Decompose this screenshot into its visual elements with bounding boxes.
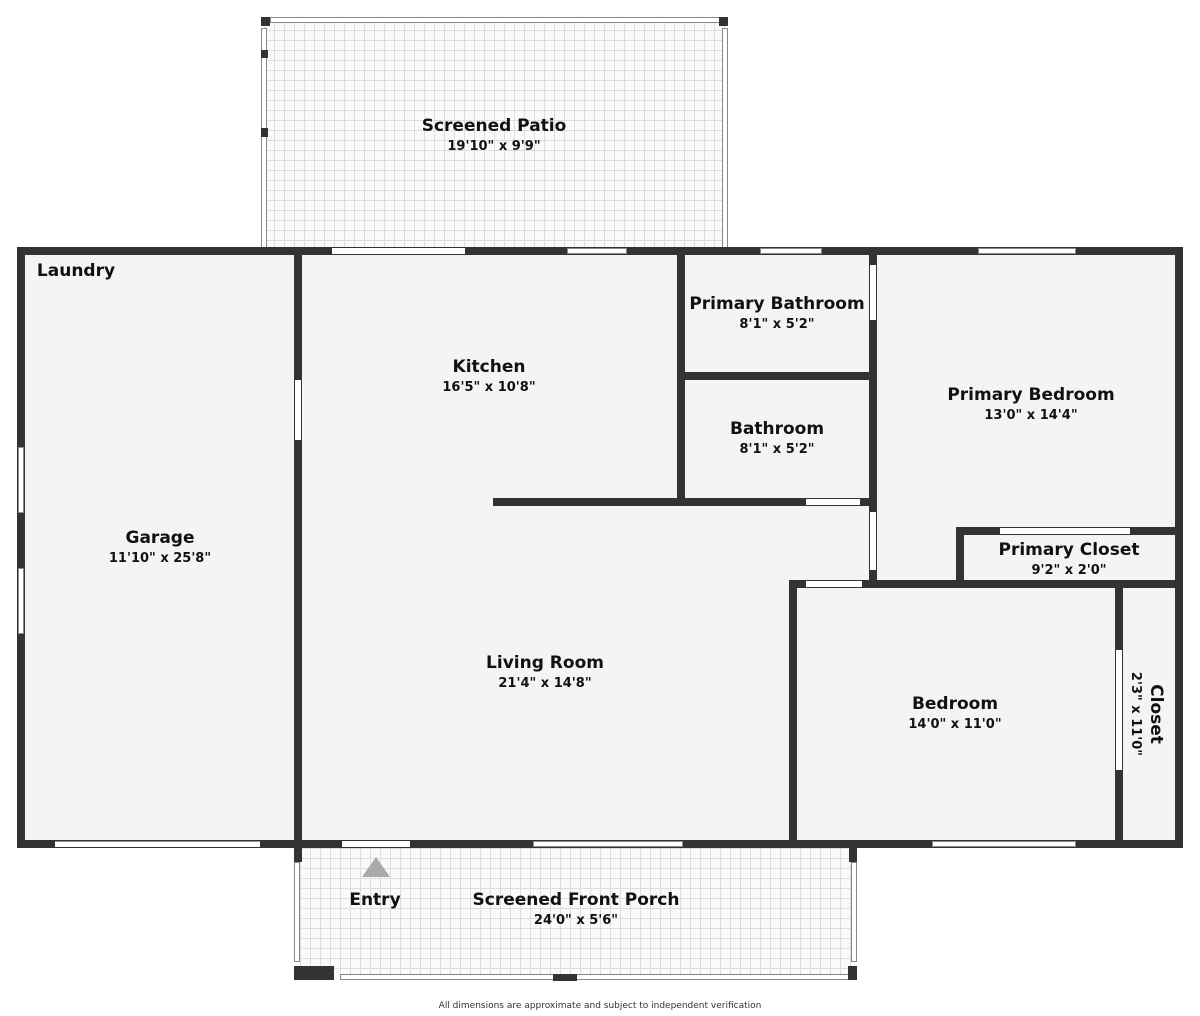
porch-wall	[294, 966, 334, 980]
porch-post	[294, 848, 302, 862]
kitchen-patio-opening[interactable]	[332, 248, 465, 254]
porch-screen-left	[294, 862, 300, 962]
porch-post	[849, 848, 857, 862]
porch-floor	[300, 848, 852, 978]
patio-post	[719, 17, 728, 26]
garage-door[interactable]	[55, 841, 260, 847]
porch-post	[848, 966, 857, 980]
wall-bedroom-left2	[789, 580, 797, 848]
patio-post	[261, 128, 268, 137]
wall-kitchen-bottom	[493, 498, 877, 506]
wall-bath-divider	[677, 372, 877, 380]
garage-door-opening[interactable]	[295, 380, 301, 440]
window	[567, 248, 627, 254]
label-laundry: Laundry	[36, 261, 116, 281]
primary-bedroom-door[interactable]	[870, 512, 876, 570]
window	[978, 248, 1076, 254]
closet-door[interactable]	[1116, 650, 1122, 770]
wall-right	[1175, 247, 1183, 848]
bathroom-door[interactable]	[806, 499, 860, 505]
bedroom-door[interactable]	[806, 581, 862, 587]
footer-disclaimer: All dimensions are approximate and subje…	[438, 1001, 762, 1011]
wall-bedroom-left	[869, 247, 877, 588]
porch-screen-bottom	[340, 974, 851, 980]
patio-post	[261, 17, 270, 26]
window	[18, 568, 24, 634]
wall-bedroom-top	[789, 580, 1183, 588]
window	[533, 841, 683, 847]
patio-screen-right	[722, 28, 728, 248]
wall-garage	[294, 247, 302, 848]
patio-screen-top	[270, 17, 722, 23]
entry-arrow-icon	[362, 857, 390, 877]
label-entry: Entry	[349, 890, 401, 910]
window	[760, 248, 822, 254]
primary-bath-door[interactable]	[870, 265, 876, 320]
patio-screen-left	[261, 28, 267, 248]
porch-screen-right	[851, 862, 857, 962]
porch-post	[553, 974, 577, 981]
window	[18, 447, 24, 513]
entry-door[interactable]	[342, 841, 410, 847]
patio-floor	[264, 20, 726, 248]
window	[932, 841, 1076, 847]
patio-post	[261, 50, 268, 58]
wall-left	[17, 247, 25, 848]
primary-closet-door[interactable]	[1000, 528, 1130, 534]
interior-floor	[25, 255, 1175, 840]
wall-primary-closet-left	[956, 527, 964, 587]
